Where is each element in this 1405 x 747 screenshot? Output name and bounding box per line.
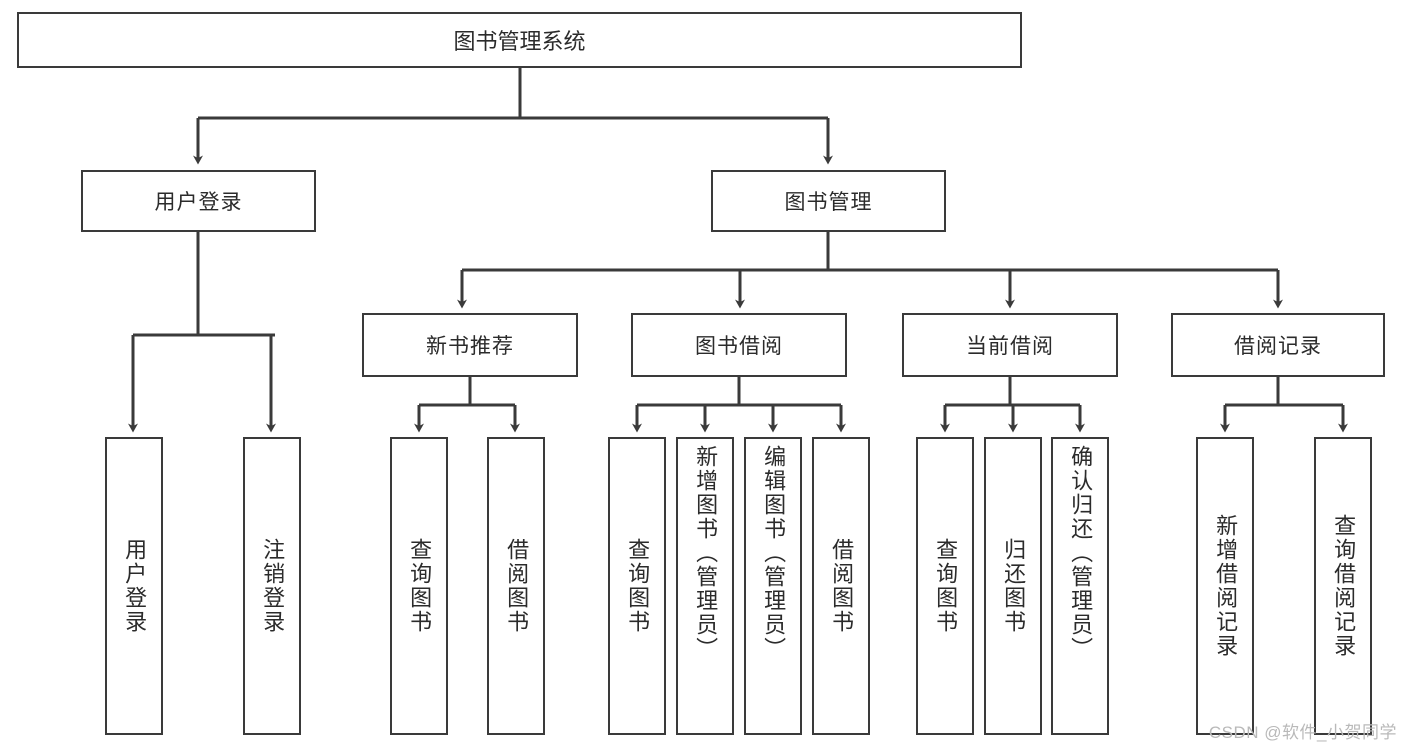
node-book-borrow-label: 图书借阅 [695, 335, 783, 358]
leaf-user-login-1[interactable]: 注销登录 [243, 437, 301, 735]
node-book-management[interactable]: 图书管理 [711, 170, 946, 232]
leaf-current-borrow-0[interactable]: 查询图书 [916, 437, 974, 735]
leaf-new-book-recommend-1[interactable]: 借阅图书 [487, 437, 545, 735]
leaf-book-borrow-1[interactable]: 新增图书（管理员） [676, 437, 734, 735]
leaf-current-borrow-1[interactable]: 归还图书 [984, 437, 1042, 735]
leaf-label: 借阅图书 [504, 538, 530, 634]
node-new-book-recommend-label: 新书推荐 [426, 335, 514, 358]
leaf-book-borrow-2[interactable]: 编辑图书（管理员） [744, 437, 802, 735]
leaf-label: 新增图书（管理员） [693, 445, 719, 661]
node-user-login[interactable]: 用户登录 [81, 170, 316, 232]
leaf-new-book-recommend-0[interactable]: 查询图书 [390, 437, 448, 735]
leaf-label: 查询借阅记录 [1331, 514, 1357, 658]
leaf-current-borrow-2[interactable]: 确认归还（管理员） [1051, 437, 1109, 735]
leaf-borrow-record-1[interactable]: 查询借阅记录 [1314, 437, 1372, 735]
leaf-label: 编辑图书（管理员） [761, 445, 787, 661]
node-root-label: 图书管理系统 [453, 29, 586, 54]
node-current-borrow[interactable]: 当前借阅 [902, 313, 1118, 377]
leaf-label: 查询图书 [625, 538, 651, 634]
leaf-label: 查询图书 [933, 538, 959, 634]
node-root[interactable]: 图书管理系统 [17, 12, 1022, 68]
leaf-label: 归还图书 [1001, 538, 1027, 634]
leaf-book-borrow-0[interactable]: 查询图书 [608, 437, 666, 735]
node-book-management-label: 图书管理 [784, 191, 873, 214]
node-user-login-label: 用户登录 [154, 191, 243, 214]
leaf-label: 确认归还（管理员） [1068, 445, 1094, 661]
leaf-label: 注销登录 [260, 538, 286, 634]
leaf-label: 新增借阅记录 [1213, 514, 1239, 658]
node-borrow-record-label: 借阅记录 [1234, 335, 1322, 358]
node-new-book-recommend[interactable]: 新书推荐 [362, 313, 578, 377]
node-current-borrow-label: 当前借阅 [966, 335, 1054, 358]
node-borrow-record[interactable]: 借阅记录 [1171, 313, 1385, 377]
node-book-borrow[interactable]: 图书借阅 [631, 313, 847, 377]
leaf-user-login-0[interactable]: 用户登录 [105, 437, 163, 735]
watermark: CSDN @软件_小贺同学 [1208, 723, 1397, 742]
leaf-borrow-record-0[interactable]: 新增借阅记录 [1196, 437, 1254, 735]
leaf-label: 用户登录 [122, 538, 148, 634]
leaf-label: 借阅图书 [829, 538, 855, 634]
leaf-label: 查询图书 [407, 538, 433, 634]
leaf-book-borrow-3[interactable]: 借阅图书 [812, 437, 870, 735]
